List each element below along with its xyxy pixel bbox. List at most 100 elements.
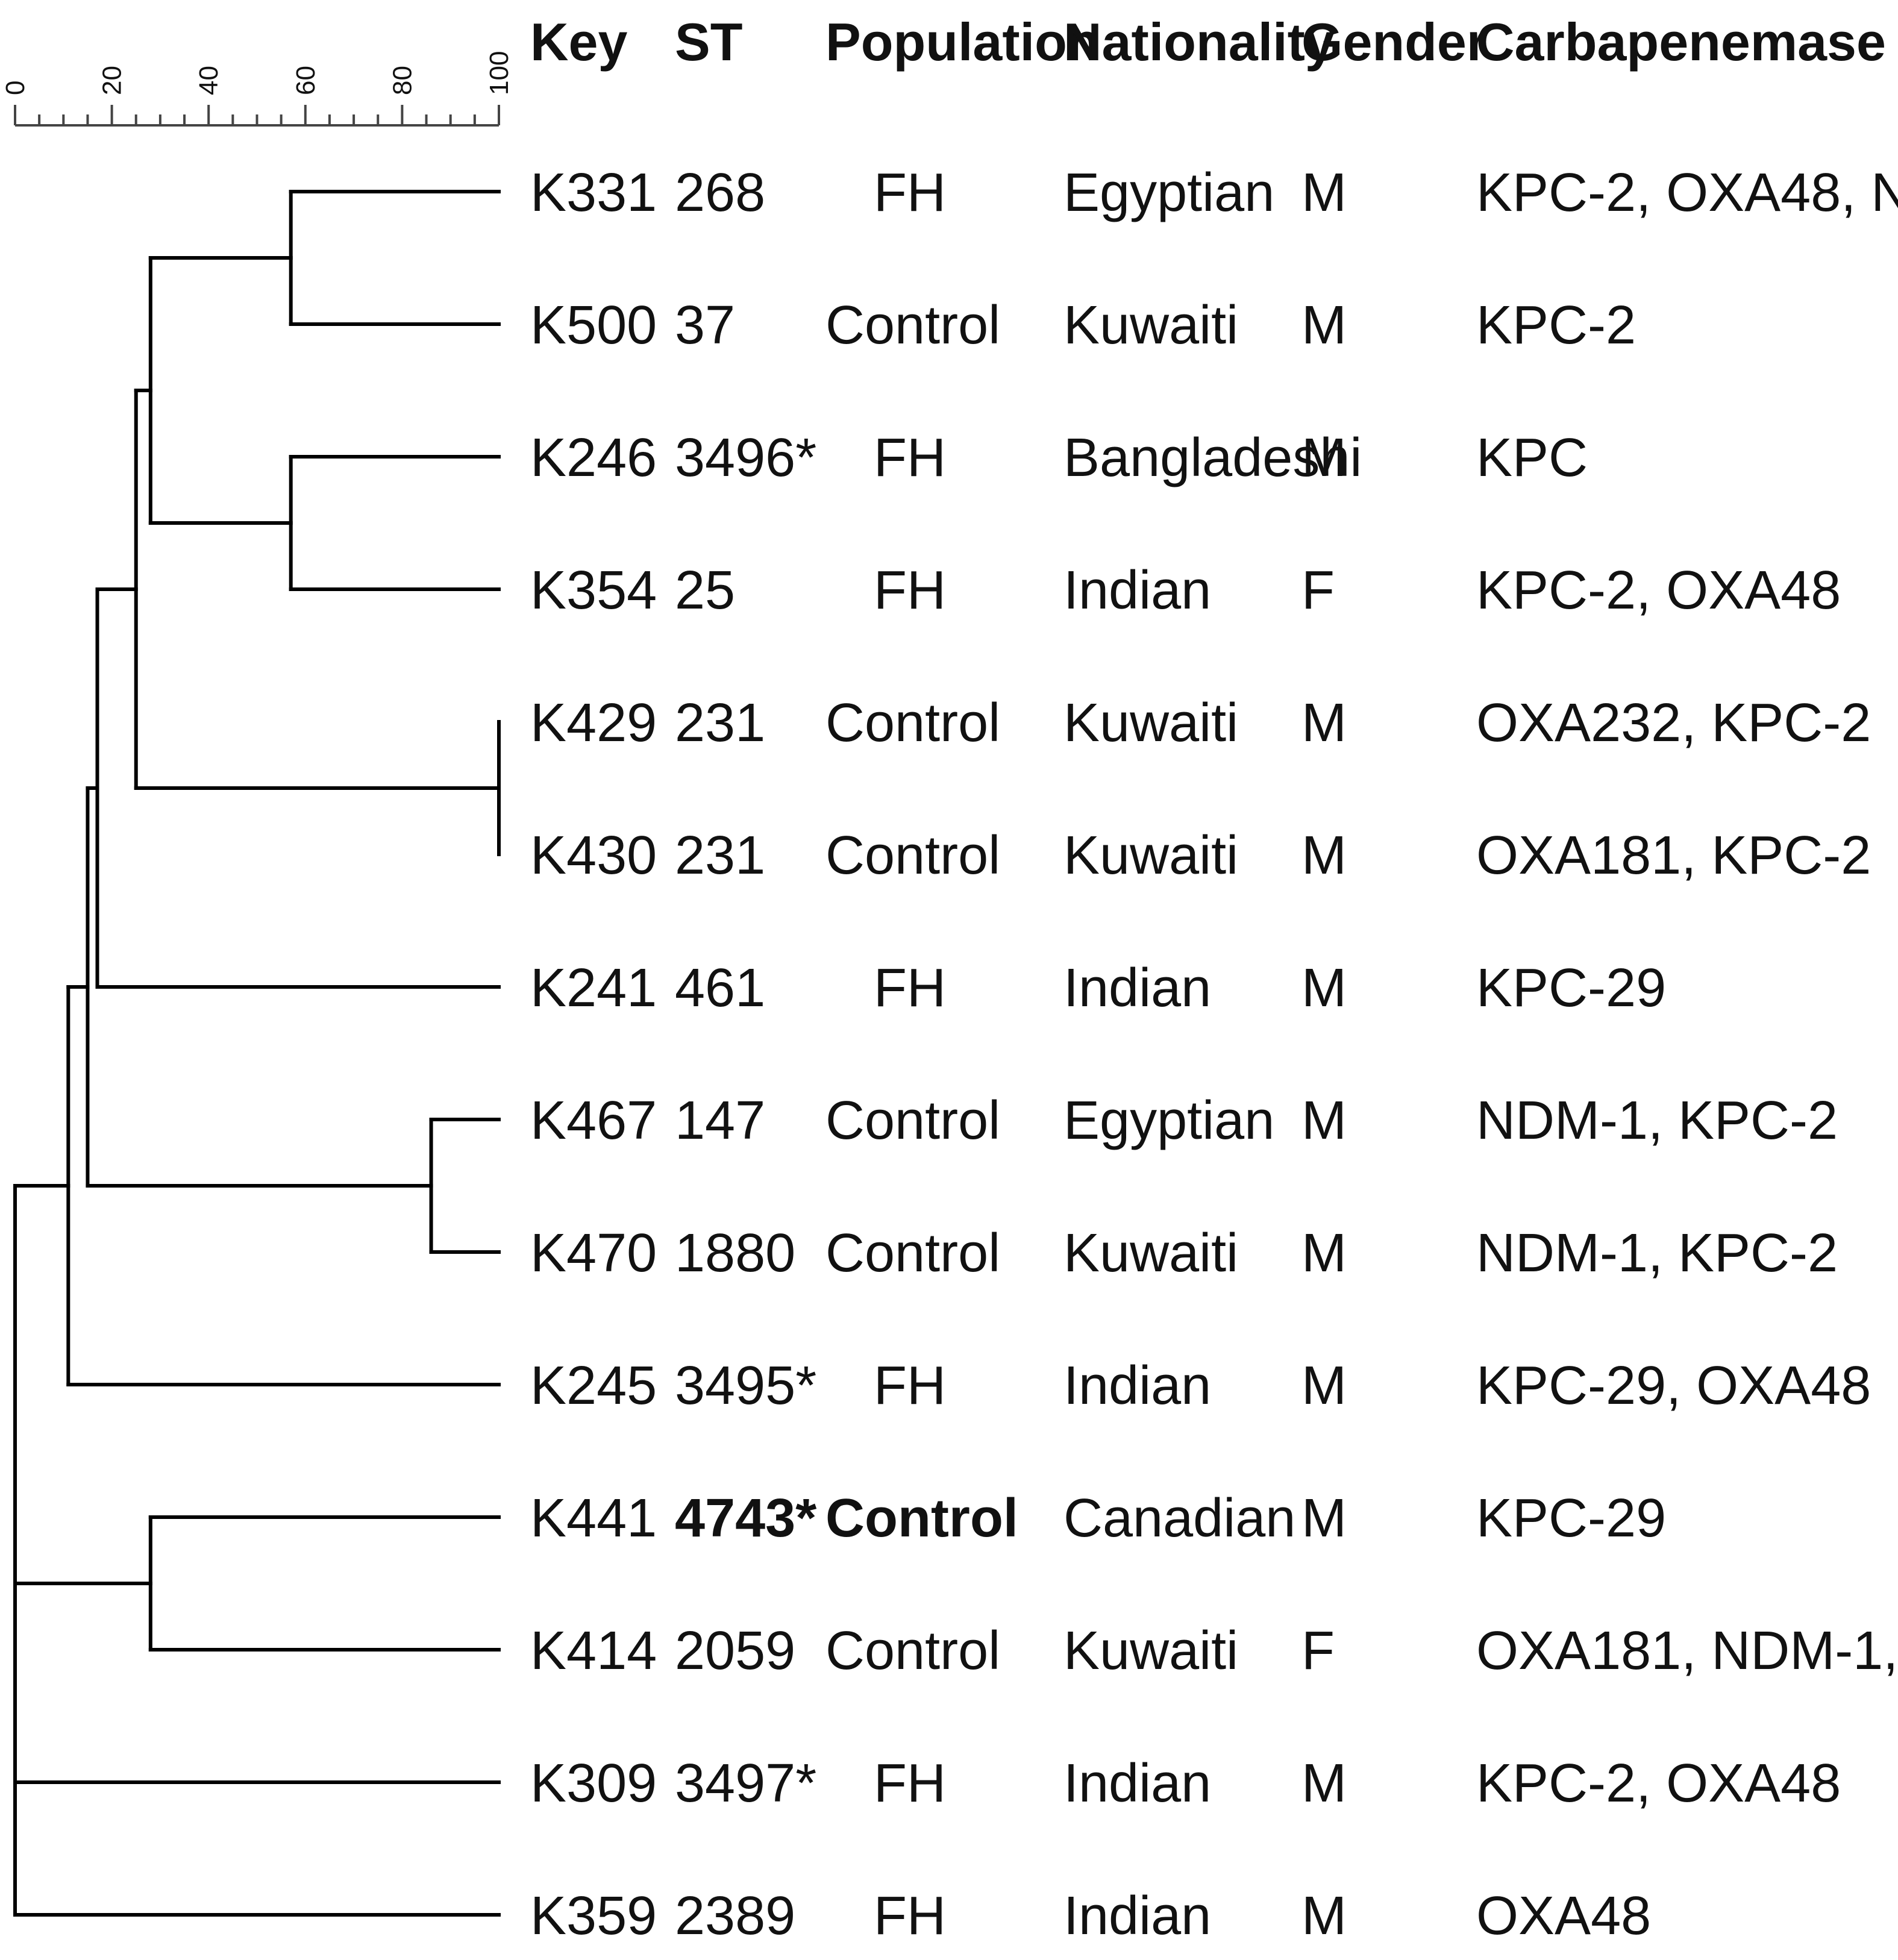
cell-key: K241 [530, 958, 657, 1018]
table-row: K429 231 Control Kuwaiti M OXA232, KPC-2 [530, 693, 1871, 753]
scale-tick-label: 0 [1, 81, 30, 95]
dendrogram-tree [13, 190, 501, 1917]
cell-nationality: Indian [1063, 1356, 1211, 1416]
cell-population: FH [874, 1886, 946, 1946]
cell-gender: M [1301, 1488, 1347, 1548]
cell-population: Control [825, 825, 1000, 886]
cell-key: K430 [530, 825, 657, 886]
cell-st: 268 [675, 163, 765, 223]
cell-population: Control [825, 693, 1000, 753]
cell-carbapenemase: NDM-1, KPC-2 [1476, 1223, 1838, 1283]
cell-st: 1880 [675, 1223, 795, 1283]
cell-nationality: Kuwaiti [1063, 825, 1238, 886]
cell-population: Control [825, 295, 1000, 355]
cell-nationality: Indian [1063, 560, 1211, 621]
scale-tick-label: 40 [194, 66, 224, 95]
cell-population: FH [874, 958, 946, 1018]
cell-population: Control [825, 1223, 1000, 1283]
cell-carbapenemase: KPC-2, OXA48 [1476, 560, 1841, 621]
cell-carbapenemase: OXA48 [1476, 1886, 1651, 1946]
cell-nationality: Indian [1063, 1886, 1211, 1946]
cell-nationality: Kuwaiti [1063, 295, 1238, 355]
column-header-nationality: Nationality [1063, 12, 1335, 72]
cell-nationality: Kuwaiti [1063, 1621, 1238, 1681]
cell-carbapenemase: KPC-29, OXA48 [1476, 1356, 1871, 1416]
table-row: K245 3495* FH Indian M KPC-29, OXA48 [530, 1356, 1871, 1416]
cell-key: K441 [530, 1488, 657, 1548]
cell-st: 3496* [675, 428, 816, 488]
cell-st: 2389 [675, 1886, 795, 1946]
cell-nationality: Bangladeshi [1063, 428, 1362, 488]
cell-population: Control [825, 1621, 1000, 1681]
cell-key: K500 [530, 295, 657, 355]
cell-nationality: Indian [1063, 958, 1211, 1018]
table-row: K470 1880 Control Kuwaiti M NDM-1, KPC-2 [530, 1223, 1838, 1283]
scale-tick-label: 20 [98, 66, 127, 95]
cell-carbapenemase: KPC-29 [1476, 1488, 1666, 1548]
cell-st: 231 [675, 693, 765, 753]
column-header-gender: Gender [1301, 12, 1487, 72]
cell-gender: M [1301, 163, 1347, 223]
cell-key: K246 [530, 428, 657, 488]
cell-st: 3497* [675, 1753, 816, 1814]
cell-key: K359 [530, 1886, 657, 1946]
scale-tick-label: 80 [387, 66, 417, 95]
cell-population: FH [874, 163, 946, 223]
cell-population: FH [874, 1356, 946, 1416]
cell-st: 4743* [675, 1488, 816, 1548]
cell-key: K414 [530, 1621, 657, 1681]
scale-tick-label: 100 [484, 51, 514, 95]
cell-gender: M [1301, 1753, 1347, 1814]
cell-nationality: Egyptian [1063, 1091, 1274, 1151]
cell-key: K429 [530, 693, 657, 753]
cell-gender: M [1301, 693, 1347, 753]
column-header-carbapenemase: Carbapenemase [1476, 12, 1886, 72]
cell-key: K470 [530, 1223, 657, 1283]
column-header-st: ST [675, 12, 742, 72]
cell-nationality: Indian [1063, 1753, 1211, 1814]
cell-st: 2059 [675, 1621, 795, 1681]
cell-st: 3495* [675, 1356, 816, 1416]
cell-carbapenemase: KPC [1476, 428, 1588, 488]
cell-population: Control [825, 1488, 1018, 1548]
cell-carbapenemase: KPC-2, OXA48, NDM-1 [1476, 163, 1898, 223]
cell-nationality: Kuwaiti [1063, 693, 1238, 753]
scale-tick-label: 60 [291, 66, 321, 95]
cell-st: 147 [675, 1091, 765, 1151]
column-header-population: Population [825, 12, 1100, 72]
cell-carbapenemase: OXA181, NDM-1, KPC-2 [1476, 1621, 1898, 1681]
cell-key: K467 [530, 1091, 657, 1151]
cell-st: 25 [675, 560, 735, 621]
cell-nationality: Egyptian [1063, 163, 1274, 223]
cell-population: FH [874, 428, 946, 488]
cell-st: 37 [675, 295, 735, 355]
cell-carbapenemase: NDM-1, KPC-2 [1476, 1091, 1838, 1151]
cell-gender: M [1301, 958, 1347, 1018]
cell-gender: M [1301, 1356, 1347, 1416]
cell-st: 231 [675, 825, 765, 886]
cell-carbapenemase: OXA232, KPC-2 [1476, 693, 1871, 753]
cell-nationality: Kuwaiti [1063, 1223, 1238, 1283]
cell-gender: F [1301, 1621, 1335, 1681]
table-row: K331 268 FH Egyptian M KPC-2, OXA48, NDM-1 [530, 163, 1898, 223]
cell-gender: M [1301, 1223, 1347, 1283]
cell-gender: M [1301, 825, 1347, 886]
cell-population: FH [874, 560, 946, 621]
table-row: K414 2059 Control Kuwaiti F OXA181, NDM-1, KP… [530, 1621, 1898, 1681]
cell-key: K331 [530, 163, 657, 223]
cell-carbapenemase: KPC-29 [1476, 958, 1666, 1018]
cell-key: K245 [530, 1356, 657, 1416]
cell-gender: M [1301, 428, 1347, 488]
